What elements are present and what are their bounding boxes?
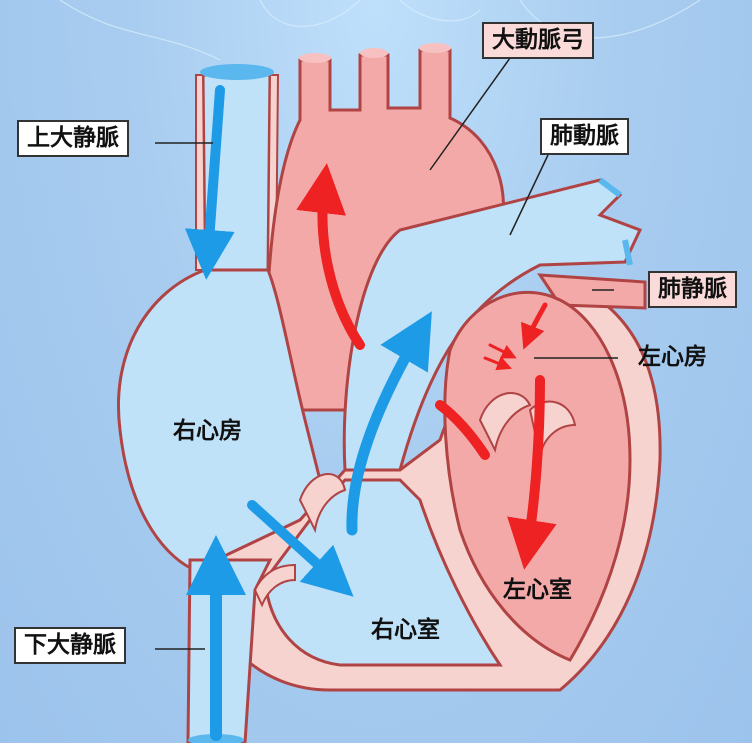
left-atrium-label: 左心房 bbox=[638, 346, 707, 369]
pulmonary-vein-label: 肺静脈 bbox=[648, 271, 737, 308]
inferior-vena-cava-label: 下大静脈 bbox=[14, 627, 126, 664]
left-ventricle-label: 左心室 bbox=[503, 579, 572, 602]
pulmonary-artery-label: 肺動脈 bbox=[540, 118, 629, 155]
superior-vena-cava-label: 上大静脈 bbox=[17, 120, 129, 157]
right-atrium-label: 右心房 bbox=[173, 420, 242, 443]
right-ventricle-label: 右心室 bbox=[371, 619, 440, 642]
aortic-arch-label: 大動脈弓 bbox=[482, 22, 594, 59]
